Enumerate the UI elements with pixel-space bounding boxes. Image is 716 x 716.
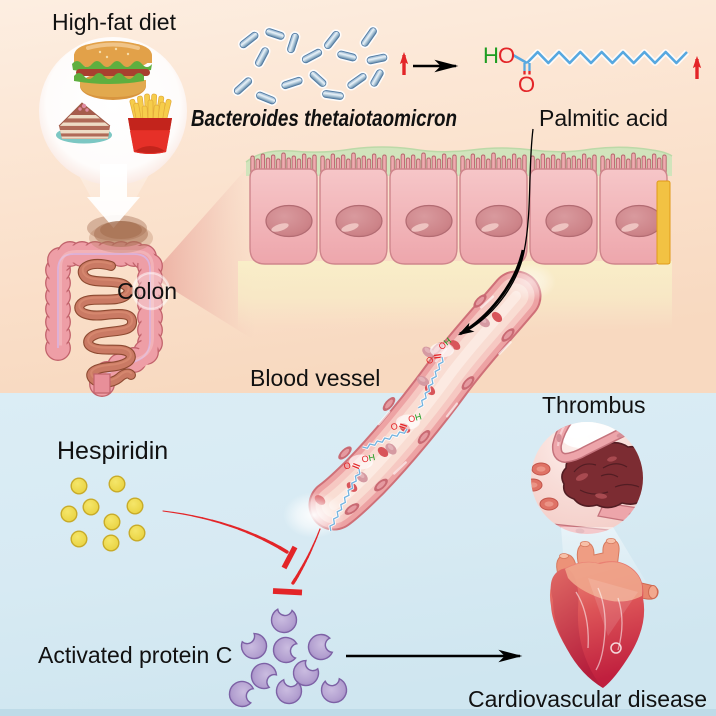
svg-text:Palmitic acid: Palmitic acid (539, 105, 668, 131)
svg-text:O: O (518, 72, 535, 97)
svg-text:OH: OH (361, 452, 376, 465)
svg-text:High-fat diet: High-fat diet (52, 9, 177, 35)
svg-text:O: O (498, 43, 515, 68)
svg-text:Activated protein C: Activated protein C (38, 642, 232, 668)
svg-text:Bacteroides thetaiotaomicron: Bacteroides thetaiotaomicron (191, 105, 457, 131)
svg-text:O: O (343, 460, 352, 471)
svg-text:Blood vessel: Blood vessel (250, 365, 380, 391)
svg-text:Colon: Colon (117, 278, 177, 304)
svg-text:Hespiridin: Hespiridin (57, 437, 168, 465)
svg-text:H: H (483, 43, 499, 68)
svg-text:OH: OH (407, 411, 423, 424)
svg-text:Cardiovascular disease: Cardiovascular disease (468, 686, 707, 712)
svg-text:O: O (390, 421, 399, 432)
svg-text:Thrombus: Thrombus (542, 392, 646, 418)
svg-text:OH: OH (436, 336, 453, 352)
svg-text:O: O (424, 354, 436, 366)
